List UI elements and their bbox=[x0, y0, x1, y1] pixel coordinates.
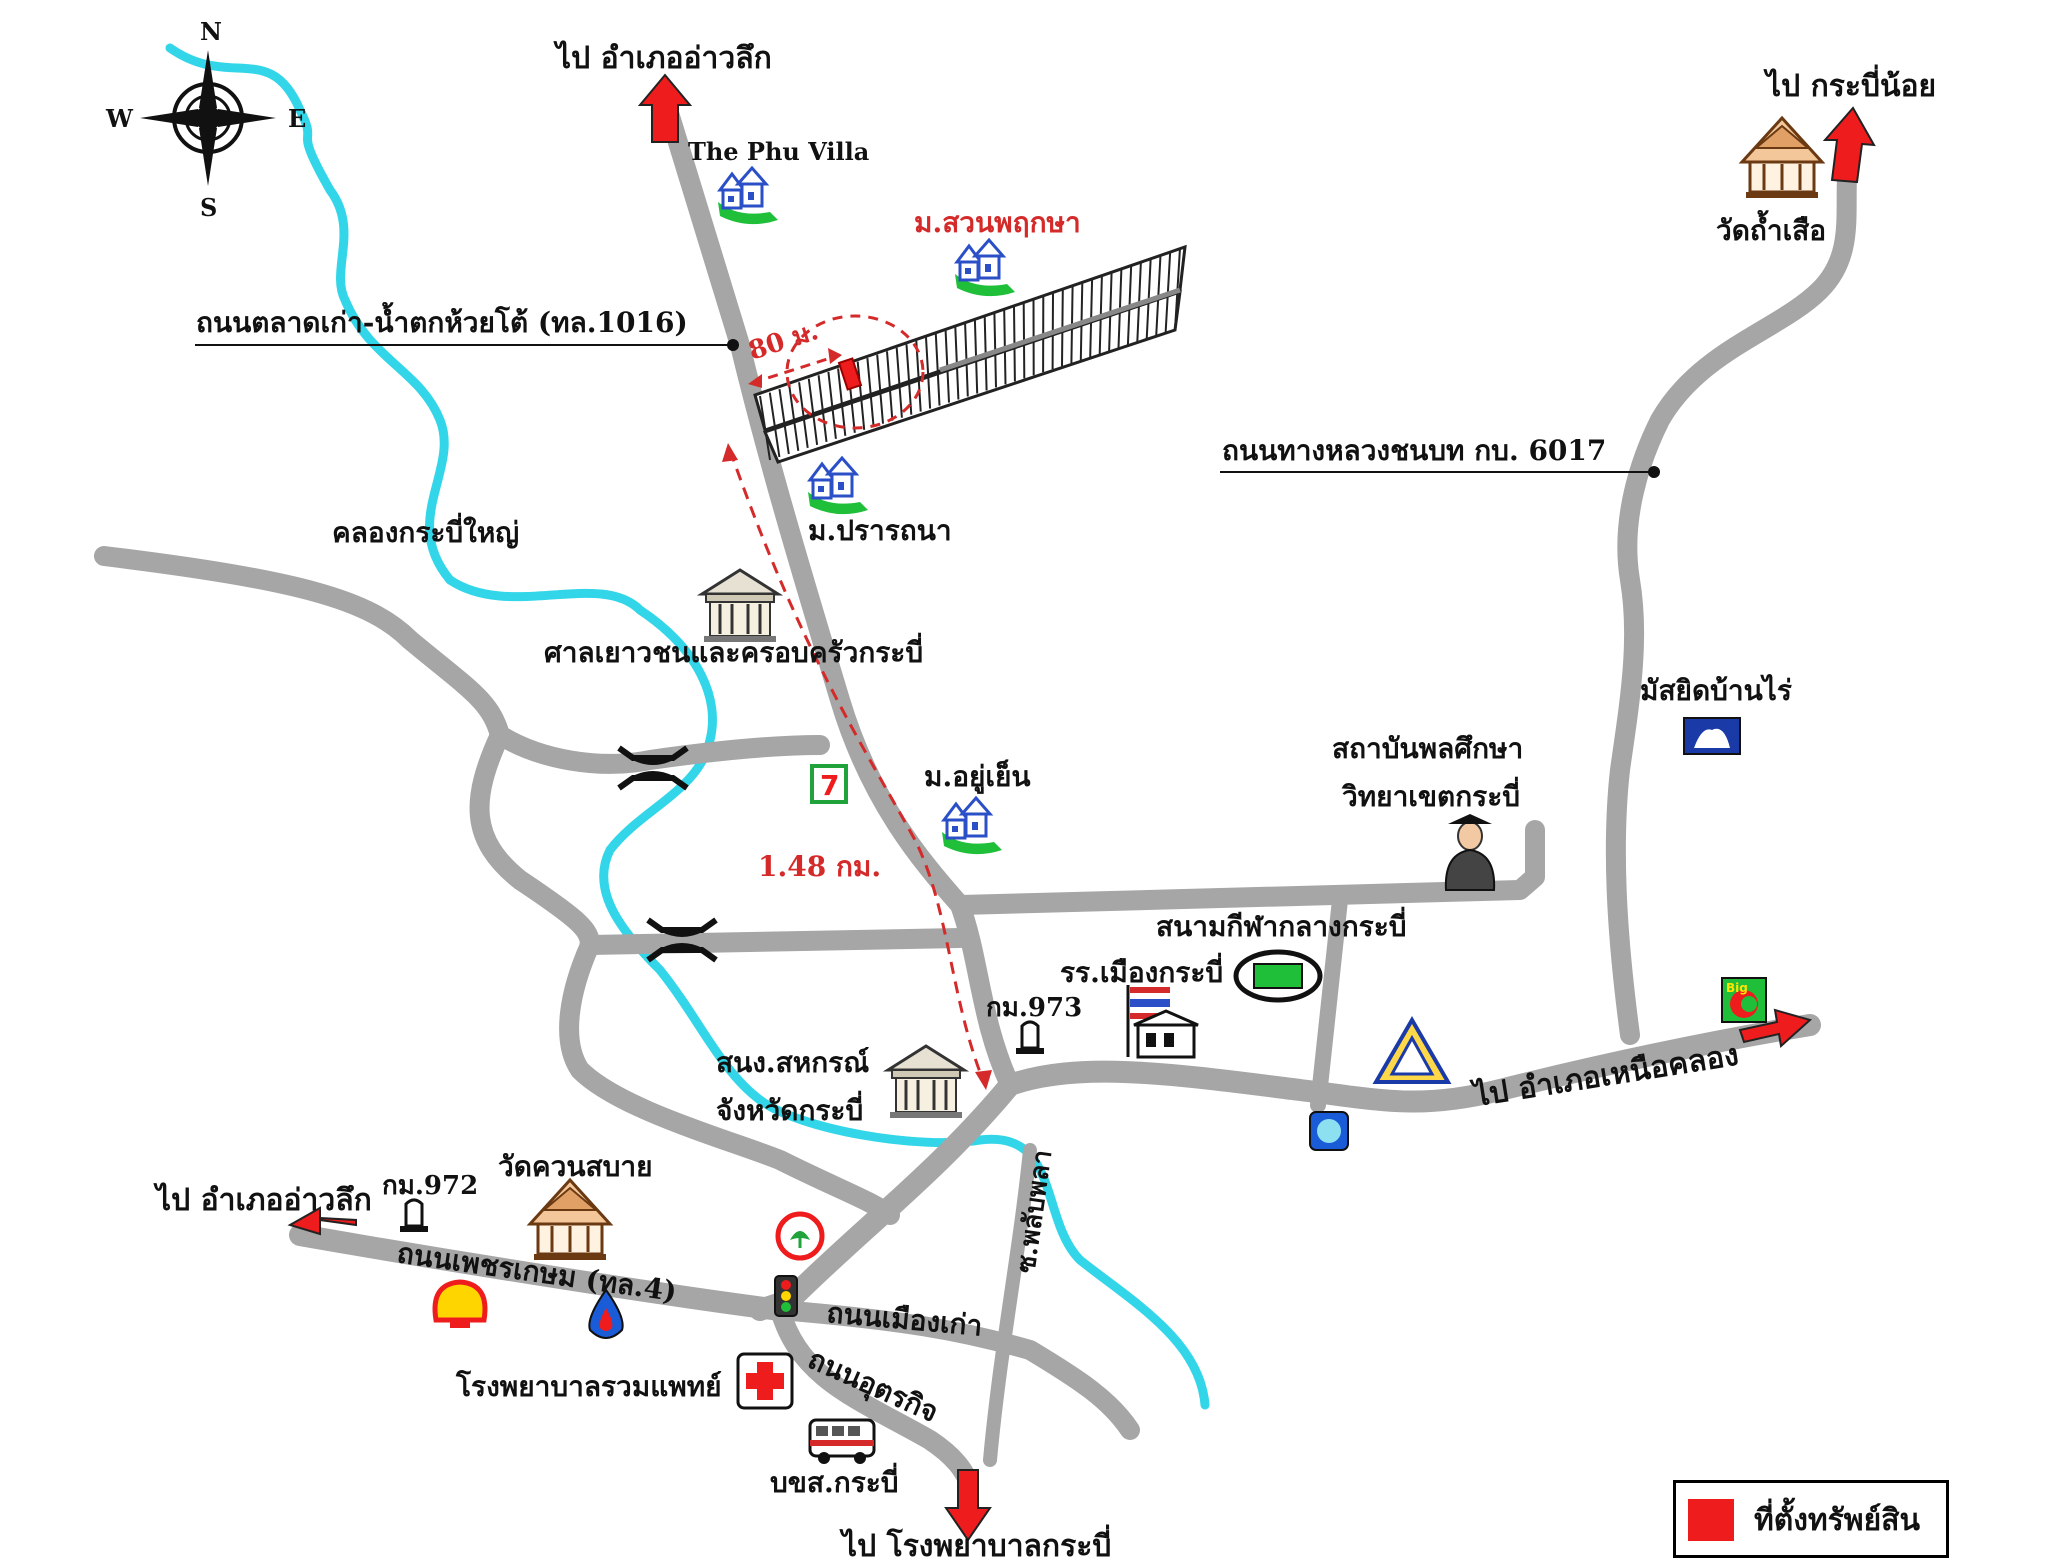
river-khlong-krabi-yai bbox=[165, 43, 1210, 1410]
label-youth-court: ศาลเยาวชนและครอบครัวกระบี่ bbox=[544, 632, 923, 669]
road-mueang-kao: ถนนเมืองเก่า bbox=[825, 1296, 983, 1342]
hospital-icon bbox=[736, 1352, 794, 1410]
compass-n: N bbox=[200, 17, 222, 46]
label-prarthana: ม.ปรารถนา bbox=[808, 514, 952, 547]
ptt-icon bbox=[588, 1288, 624, 1339]
label-the-phu-villa: The Phu Villa bbox=[688, 137, 869, 166]
arrow-west-ao-luek bbox=[287, 1206, 357, 1236]
label-suan-phruksa: ม.สวนพฤกษา bbox=[914, 206, 1081, 239]
km-973-post-icon bbox=[1014, 1020, 1046, 1056]
youth-court-icon bbox=[700, 568, 780, 644]
label-hospital: โรงพยาบาลรวมแพทย์ bbox=[455, 1369, 722, 1403]
label-wat-khuan-sabai: วัดควนสบาย bbox=[498, 1150, 653, 1183]
arrow-krabi-noi bbox=[1822, 106, 1876, 184]
dest-ao-luek-west: ไป อำเภออ่าวลึก bbox=[153, 1182, 372, 1218]
label-coop-1: สนง.สหกรณ์ bbox=[716, 1046, 869, 1079]
label-physical-ed-2: วิทยาเขตกระบี่ bbox=[1341, 776, 1520, 813]
river-label: คลองกระบี่ใหญ่ bbox=[332, 512, 519, 549]
shell-icon bbox=[432, 1279, 488, 1328]
compass-rose bbox=[140, 50, 276, 186]
label-mosque: มัสยิดบ้านไร่ bbox=[1640, 674, 1792, 707]
dest-krabi-hospital: ไป โรงพยาบาลกระบี่ bbox=[839, 1524, 1111, 1564]
arrow-krabi-hospital bbox=[944, 1469, 992, 1542]
suan-phruksa-icon bbox=[953, 238, 1017, 298]
label-yu-yen: ม.อยู่เย็น bbox=[924, 759, 1031, 794]
compass-w: W bbox=[105, 104, 134, 133]
school-icon bbox=[1126, 985, 1199, 1059]
coop-office-icon bbox=[886, 1044, 966, 1120]
label-mueang-school: รร.เมืองกระบี่ bbox=[1060, 952, 1223, 989]
subdivision-plot bbox=[753, 244, 1187, 464]
km-972-post-icon bbox=[398, 1198, 430, 1234]
property-highlight-circle bbox=[785, 314, 925, 430]
yu-yen-icon bbox=[940, 796, 1004, 856]
dest-nuea-khlong: ไป อำเภอเหนือคลอง bbox=[1469, 1037, 1741, 1115]
label-bus-terminal: บขส.กระบี่ bbox=[770, 1462, 899, 1499]
government-triangle-icon bbox=[1372, 1016, 1452, 1084]
distance-80m-line bbox=[751, 353, 841, 385]
label-coop-2: จังหวัดกระบี่ bbox=[716, 1090, 863, 1127]
arrow-north-ao-luek bbox=[637, 73, 693, 143]
mosque-icon bbox=[1683, 717, 1741, 755]
dest-ao-luek-north: ไป อำเภออ่าวลึก bbox=[553, 40, 772, 76]
label-km-972: กม.972 bbox=[382, 1171, 478, 1201]
bank-logo-icon bbox=[775, 1211, 825, 1261]
label-km-973: กม.973 bbox=[986, 993, 1082, 1023]
stadium-icon bbox=[1233, 949, 1323, 1003]
svg-text:Big: Big bbox=[1726, 981, 1748, 995]
prarthana-icon bbox=[806, 456, 870, 516]
bus-icon bbox=[808, 1418, 876, 1464]
road-network bbox=[94, 90, 1860, 1490]
wat-khuan-sabai-icon bbox=[528, 1178, 612, 1262]
big-c-icon: Big bbox=[1721, 977, 1767, 1023]
property-marker bbox=[837, 357, 863, 391]
seven-eleven-icon: 7 bbox=[810, 764, 848, 804]
compass-e: E bbox=[288, 104, 306, 133]
distance-148km: 1.48 กม. bbox=[758, 850, 881, 883]
legend-label: ที่ตั้งทรัพย์สิน bbox=[1754, 1503, 1920, 1538]
distance-80m: 80 ม. bbox=[745, 316, 822, 367]
wat-tham-suea-icon bbox=[1740, 116, 1824, 200]
the-phu-villa-icon bbox=[716, 166, 780, 226]
svg-text:7: 7 bbox=[820, 769, 839, 802]
graduate-icon bbox=[1444, 814, 1496, 891]
blue-logo-icon bbox=[1309, 1111, 1349, 1151]
legend-swatch bbox=[1688, 1499, 1734, 1541]
legend-box: ที่ตั้งทรัพย์สิน bbox=[1673, 1480, 1949, 1558]
label-stadium: สนามกีฬากลางกระบี่ bbox=[1156, 906, 1407, 943]
label-physical-ed-1: สถาบันพลศึกษา bbox=[1332, 732, 1523, 765]
label-wat-tham-suea: วัดถ้ำเสือ bbox=[1716, 209, 1826, 247]
road-talat-kao: ถนนตลาดเก่า-น้ำตกห้วยโต้ (ทล.1016) bbox=[196, 301, 688, 339]
compass-s: S bbox=[200, 193, 217, 222]
traffic-light-icon bbox=[774, 1275, 798, 1317]
road-6017: ถนนทางหลวงชนบท กบ. 6017 bbox=[1222, 434, 1606, 467]
dest-krabi-noi: ไป กระบี่น้อย bbox=[1763, 64, 1936, 104]
arrow-nuea-khlong bbox=[1738, 1008, 1813, 1048]
